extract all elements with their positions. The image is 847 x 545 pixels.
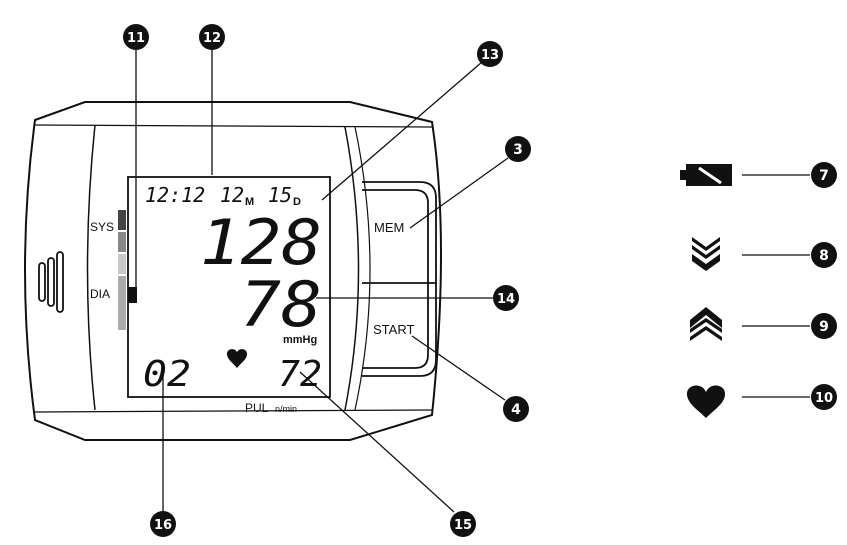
diastolic-readout: 78 [240,268,322,341]
memory-number-readout: 02 [143,354,191,395]
blood-pressure-indicator [128,287,137,303]
svg-text:8: 8 [819,248,829,264]
svg-text:7: 7 [819,168,829,184]
who-scale-bar [118,210,126,330]
arrows-down-icon [692,237,720,271]
button-housing [362,181,437,377]
month-suffix: M [245,196,254,208]
svg-text:15: 15 [454,518,472,533]
systolic-readout: 128 [200,206,322,279]
callout-9: 9 [811,313,837,339]
leader-lines [135,48,810,513]
svg-text:9: 9 [819,319,829,335]
day-suffix: D [293,196,301,208]
lcd-screen [127,176,331,398]
side-grille [38,251,64,313]
callout-7: 7 [811,162,837,188]
pulse-unit: n/min [275,404,297,414]
svg-text:14: 14 [497,292,515,307]
callout-11: 11 [123,24,149,50]
lcd-heart-icon [226,349,248,368]
device-body [24,101,442,441]
svg-text:11: 11 [127,31,145,46]
callout-8: 8 [811,242,837,268]
callout-16: 16 [150,511,176,537]
callout-3: 3 [505,136,531,162]
mem-button[interactable]: MEM [374,220,404,235]
svg-text:10: 10 [815,391,833,406]
svg-text:4: 4 [511,402,521,418]
battery-low-icon [680,164,732,186]
callout-13: 13 [477,41,503,67]
svg-text:16: 16 [154,518,172,533]
time-readout: 12:12 [145,183,205,207]
callout-4: 4 [503,396,529,422]
svg-text:13: 13 [481,48,499,63]
pressure-unit: mmHg [283,334,317,346]
sys-label: SYS [90,220,114,234]
arrows-up-icon [690,307,722,341]
callout-14: 14 [493,285,519,311]
svg-text:12: 12 [203,31,221,46]
callout-12: 12 [199,24,225,50]
month-readout: 12 [220,183,244,207]
callout-10: 10 [811,384,837,410]
pulse-readout: 72 [278,354,322,395]
dia-label: DIA [90,287,110,301]
callout-15: 15 [450,511,476,537]
svg-text:3: 3 [513,142,523,158]
start-button[interactable]: START [373,322,414,337]
day-readout: 15 [268,183,292,207]
pulse-label: PUL [245,401,269,415]
heart-icon [686,385,726,418]
